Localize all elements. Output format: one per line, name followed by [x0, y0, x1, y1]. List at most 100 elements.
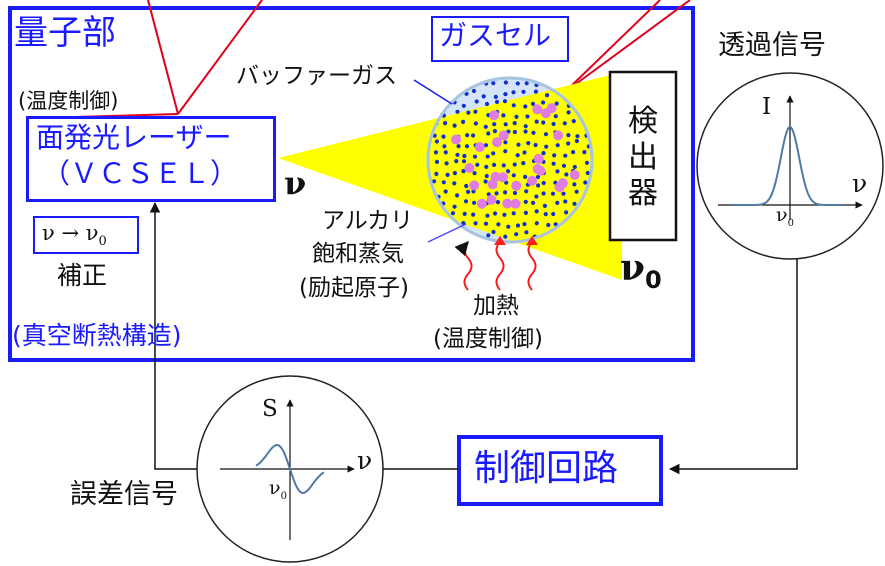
- buffer-gas-dot: [481, 94, 486, 99]
- buffer-gas-dot: [433, 222, 438, 227]
- buffer-gas-dot: [562, 121, 567, 126]
- buffer-gas-dot: [553, 114, 558, 119]
- buffer-gas-dot: [466, 110, 471, 115]
- buffer-gas-dot: [555, 200, 560, 205]
- buffer-gas-dot: [541, 120, 546, 125]
- buffer-gas-leader: [413, 79, 453, 105]
- quantum-section-title: 量子部: [14, 13, 116, 53]
- buffer-gas-label: バッファーガス: [236, 63, 397, 89]
- buffer-gas-dot: [491, 229, 496, 235]
- buffer-gas-dot: [511, 173, 516, 178]
- buffer-gas-dot: [512, 190, 518, 196]
- correction-box: [33, 216, 139, 254]
- buffer-gas-dot: [525, 114, 530, 119]
- buffer-gas-dot: [492, 122, 497, 127]
- buffer-gas-dot: [501, 163, 506, 168]
- buffer-gas-dot: [526, 141, 531, 146]
- buffer-gas-dot: [524, 189, 529, 194]
- excited-atom-dot: [510, 198, 521, 209]
- heat-wave: [454, 240, 473, 291]
- heat-label: 加熱: [473, 293, 519, 319]
- buffer-gas-dot: [486, 131, 491, 136]
- transmission-center-base: ν: [776, 204, 788, 226]
- vacuum-insulation-label: (真空断熱構造): [12, 321, 182, 350]
- buffer-gas-dot: [464, 183, 469, 189]
- buffer-gas-dot: [431, 114, 436, 119]
- buffer-gas-dot: [493, 94, 498, 99]
- buffer-gas-dot: [503, 122, 508, 127]
- buffer-gas-dot: [516, 142, 521, 147]
- excited-atom-dot: [569, 170, 580, 180]
- buffer-gas-dot: [523, 210, 529, 215]
- buffer-gas-dot: [494, 191, 499, 196]
- buffer-gas-dot: [462, 230, 467, 235]
- buffer-gas-dot: [503, 140, 508, 145]
- buffer-gas-dot: [551, 121, 556, 127]
- alkali-label-line1: アルカリ: [322, 208, 414, 234]
- excited-atom-dot: [532, 164, 543, 174]
- alkali-leader: [427, 223, 467, 243]
- buffer-gas-dot: [452, 181, 457, 186]
- buffer-gas-dot: [555, 143, 560, 148]
- buffer-gas-dot: [534, 221, 539, 226]
- buffer-gas-dot: [544, 144, 549, 149]
- excited-atom-dot: [527, 175, 538, 186]
- beam-inside-cell: [428, 78, 592, 242]
- buffer-gas-dot: [434, 171, 439, 176]
- buffer-gas-dot: [461, 159, 467, 164]
- buffer-gas-dot: [533, 89, 539, 94]
- error-center-base: ν: [269, 477, 281, 499]
- buffer-gas-dot: [452, 204, 457, 209]
- excited-atom-dot: [489, 110, 500, 121]
- buffer-gas-dot: [564, 172, 569, 177]
- buffer-gas-dot: [515, 223, 521, 228]
- correction-label: 補正: [57, 261, 108, 290]
- buffer-gas-dot: [461, 169, 466, 174]
- excited-atom-dot: [502, 198, 513, 209]
- excited-atom-dot: [486, 194, 497, 205]
- buffer-gas-dot: [575, 134, 580, 139]
- buffer-gas-dot: [512, 129, 518, 135]
- buffer-gas-dot: [434, 139, 439, 144]
- excited-atom-dot: [464, 163, 475, 173]
- buffer-gas-dot: [543, 212, 548, 217]
- excited-atom-dot: [474, 142, 485, 153]
- buffer-gas-dot: [503, 92, 508, 97]
- buffer-gas-dot: [512, 121, 517, 126]
- buffer-gas-dot: [471, 88, 477, 94]
- buffer-gas-dot: [451, 234, 456, 239]
- excited-atom-dot: [476, 198, 487, 209]
- transmission-center-label: ν0: [776, 204, 794, 229]
- gas-cell-label: ガスセル: [439, 19, 552, 52]
- buffer-gas-dot: [521, 89, 526, 94]
- buffer-gas-dot: [454, 159, 459, 164]
- heat-temperature-control-label: (温度制御): [433, 326, 543, 352]
- buffer-gas-dot: [534, 209, 539, 214]
- buffer-gas-dot: [462, 153, 467, 159]
- heat-wave: [527, 241, 537, 291]
- detector-label: 検出器: [628, 104, 658, 211]
- buffer-gas-dot: [541, 191, 546, 196]
- buffer-gas-dot: [533, 142, 538, 148]
- detector-box: [608, 70, 678, 242]
- correction-formula-sub: 0: [98, 234, 107, 250]
- buffer-gas-dot: [524, 81, 529, 86]
- buffer-gas-dot: [434, 230, 440, 235]
- buffer-gas-dot: [551, 211, 556, 217]
- buffer-gas-dot: [522, 150, 527, 155]
- detector-frequency: ν0: [620, 247, 662, 295]
- excited-atom-dot: [532, 104, 543, 115]
- buffer-gas-dot: [572, 164, 577, 170]
- quantum-section-frame: [8, 6, 695, 362]
- excited-atom-dot: [490, 171, 501, 182]
- error-center-sub: 0: [280, 490, 287, 502]
- buffer-gas-dot: [543, 132, 549, 137]
- buffer-gas-dot: [492, 162, 497, 167]
- buffer-gas-dot: [552, 153, 557, 158]
- alkali-label-line3: (励起原子): [299, 275, 409, 301]
- buffer-gas-dot: [503, 80, 508, 85]
- buffer-gas-dot: [486, 233, 491, 238]
- buffer-gas-dot: [453, 91, 458, 96]
- buffer-gas-dot: [434, 159, 440, 164]
